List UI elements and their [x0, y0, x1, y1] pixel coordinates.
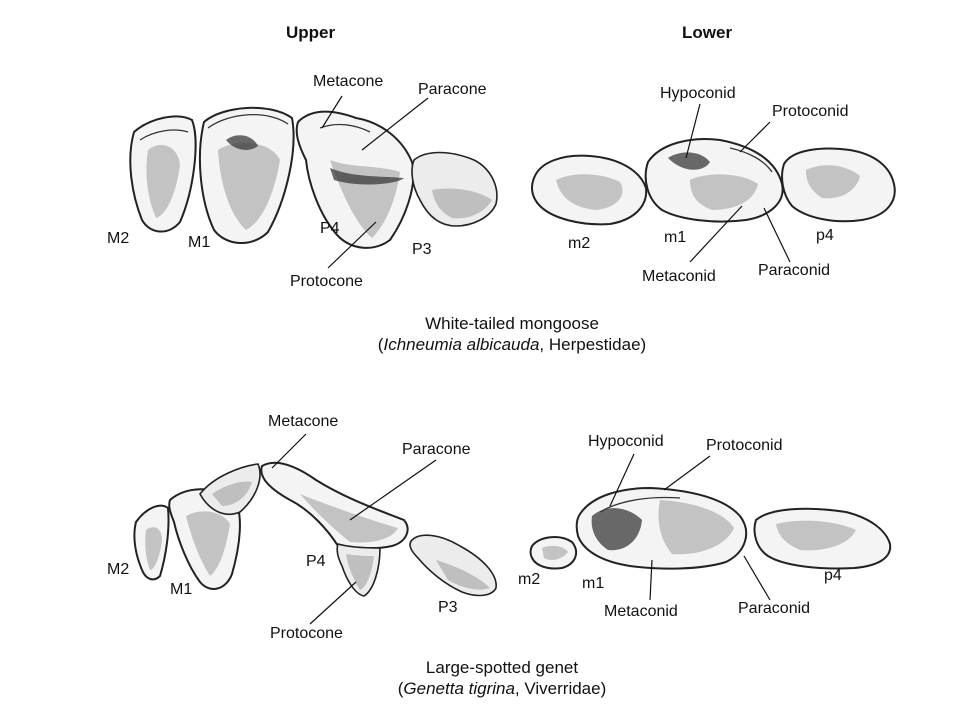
- mongoose-label-p4-upper: P4: [320, 220, 340, 237]
- header-upper: Upper: [286, 23, 336, 42]
- leader-genet-paraconid: [743, 555, 771, 601]
- genet-label-protoconid: Protoconid: [706, 437, 783, 454]
- mongoose-lower-m1: [644, 138, 784, 223]
- genet-label-metacone: Metacone: [268, 413, 339, 430]
- leader-genet-metacone: [271, 433, 307, 469]
- mongoose-label-paraconid: Paraconid: [758, 262, 831, 279]
- genet-label-protocone: Protocone: [270, 625, 343, 642]
- genet-label-paracone: Paracone: [402, 441, 471, 458]
- mongoose-label-p4-lower: p4: [816, 227, 834, 244]
- leader-mongoose-paracone: [361, 97, 429, 151]
- mongoose-upper-m1: [198, 106, 295, 245]
- mongoose-label-paracone: Paracone: [418, 81, 487, 98]
- mongoose-label-metacone: Metacone: [313, 73, 384, 90]
- mongoose-upper-m2: [129, 115, 197, 233]
- genet-lower-p4: [753, 507, 892, 570]
- genet-label-hypoconid: Hypoconid: [588, 433, 664, 450]
- genet-upper-p3: [409, 534, 497, 597]
- mongoose-caption: White-tailed mongoose (Ichneumia albicau…: [312, 313, 712, 356]
- leader-genet-paracone: [349, 459, 437, 521]
- mongoose-common-name: White-tailed mongoose: [425, 314, 599, 333]
- mongoose-label-protocone: Protocone: [290, 273, 363, 290]
- leader-mongoose-metaconid: [689, 205, 743, 263]
- mongoose-family: , Herpestidae): [539, 335, 647, 355]
- genet-upper-p4: [260, 461, 409, 597]
- genet-upper-m1-blade: [199, 463, 261, 516]
- mongoose-label-protoconid: Protoconid: [772, 103, 849, 120]
- genet-label-m2-lower: m2: [518, 571, 541, 588]
- genet-scientific-name: Genetta tigrina: [403, 679, 515, 699]
- leader-mongoose-paraconid: [763, 207, 791, 263]
- genet-label-p4-upper: P4: [306, 553, 326, 570]
- genet-label-metaconid: Metaconid: [604, 603, 678, 620]
- mongoose-label-m1-lower: m1: [664, 229, 687, 246]
- mongoose-label-m1-upper: M1: [188, 234, 211, 251]
- leader-mongoose-metacone: [321, 95, 343, 129]
- mongoose-scientific-line: (Ichneumia albicauda, Herpestidae): [312, 334, 712, 355]
- leader-genet-metaconid: [649, 559, 653, 601]
- leader-mongoose-protocone: [327, 221, 377, 269]
- genet-label-m1-upper: M1: [170, 581, 193, 598]
- mongoose-label-m2-lower: m2: [568, 235, 591, 252]
- genet-family: , Viverridae): [514, 679, 607, 699]
- mongoose-upper-p4: [295, 110, 415, 249]
- mongoose-lower-p4: [781, 147, 896, 223]
- header-lower: Lower: [682, 23, 733, 42]
- leader-genet-hypoconid: [609, 453, 635, 507]
- leader-mongoose-protoconid: [739, 121, 771, 153]
- mongoose-paren-open: (: [377, 335, 384, 355]
- genet-upper-m2: [133, 504, 170, 581]
- genet-label-p4-lower: p4: [824, 567, 842, 584]
- genet-label-m2-upper: M2: [107, 561, 130, 578]
- genet-label-m1-lower: m1: [582, 575, 605, 592]
- genet-label-paraconid: Paraconid: [738, 600, 811, 617]
- genet-common-name: Large-spotted genet: [425, 658, 579, 677]
- mongoose-scientific-name: Ichneumia albicauda: [383, 335, 540, 355]
- genet-lower-m1: [575, 486, 748, 570]
- leader-mongoose-hypoconid: [685, 103, 701, 159]
- genet-label-p3-upper: P3: [438, 599, 458, 616]
- mongoose-label-m2-upper: M2: [107, 230, 130, 247]
- leader-genet-protoconid: [663, 455, 711, 491]
- mongoose-label-p3-upper: P3: [412, 241, 432, 258]
- leader-genet-protocone: [309, 581, 357, 625]
- genet-caption: Large-spotted genet (Genetta tigrina, Vi…: [302, 657, 702, 700]
- mongoose-upper-p3: [411, 151, 498, 227]
- mongoose-label-metaconid: Metaconid: [642, 268, 716, 285]
- genet-scientific-line: (Genetta tigrina, Viverridae): [302, 678, 702, 699]
- genet-paren-open: (: [397, 679, 404, 699]
- mongoose-label-hypoconid: Hypoconid: [660, 85, 736, 102]
- mongoose-lower-m2: [531, 154, 648, 226]
- genet-lower-m2: [529, 536, 578, 570]
